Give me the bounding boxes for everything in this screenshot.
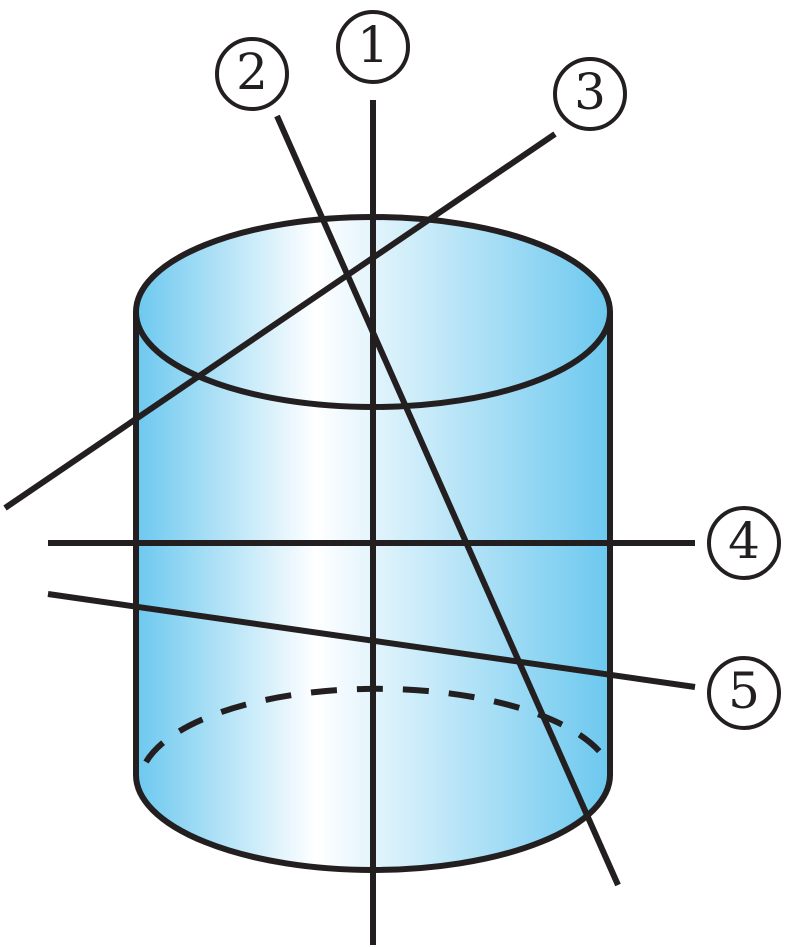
line-5	[47, 591, 696, 690]
label-4-text: 4	[728, 512, 760, 570]
label-1: 1	[336, 10, 410, 84]
label-5: 5	[707, 656, 781, 730]
cylinder-bottom-hidden-edge	[143, 685, 603, 764]
label-2: 2	[215, 37, 289, 111]
label-4: 4	[707, 506, 781, 580]
label-5-text: 5	[728, 662, 760, 720]
label-3-text: 3	[574, 63, 606, 121]
line-2	[274, 114, 621, 887]
label-3: 3	[553, 57, 627, 131]
label-2-text: 2	[236, 43, 268, 101]
line-3	[3, 131, 557, 511]
label-1-text: 1	[357, 16, 389, 74]
